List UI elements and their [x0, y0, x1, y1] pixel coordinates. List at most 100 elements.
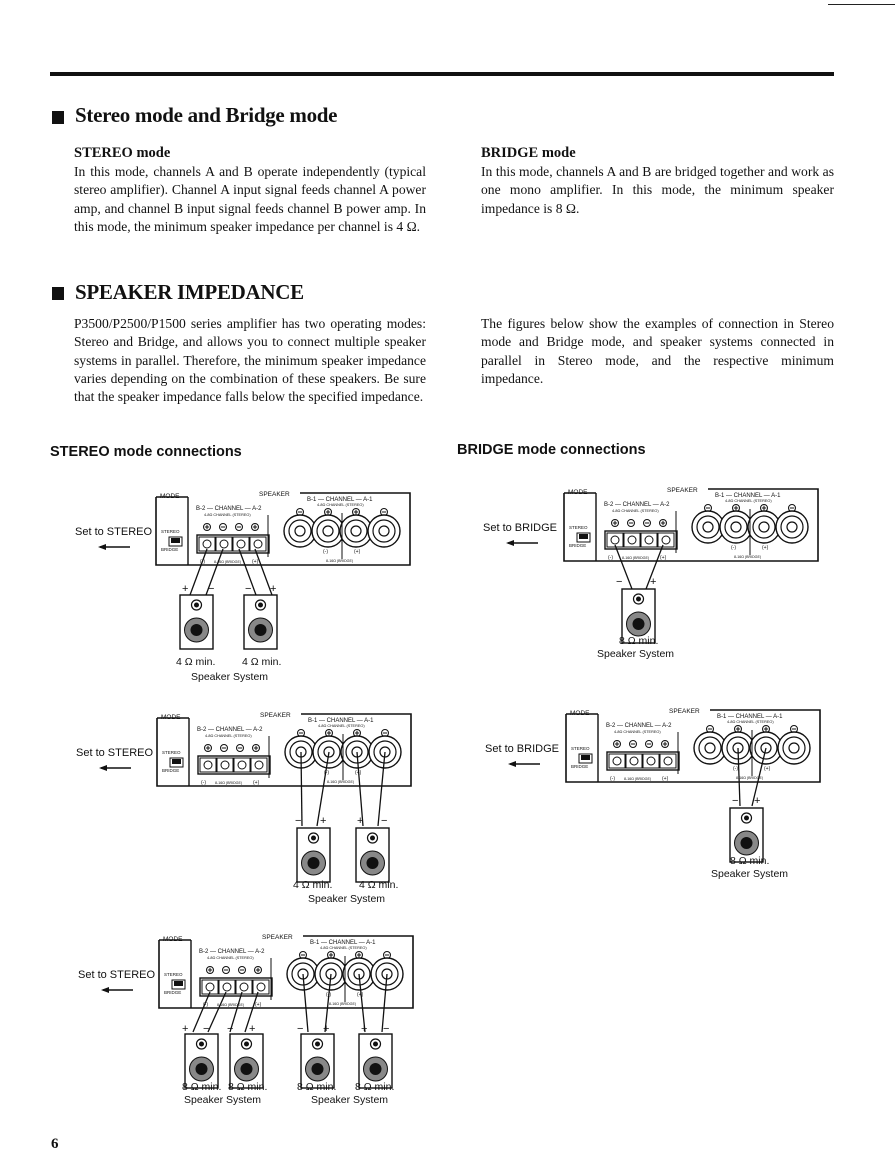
polarity-sign: − [295, 815, 301, 827]
speaker-system-caption: Speaker System [597, 648, 674, 660]
set-mode-label: Set to BRIDGE [485, 743, 559, 755]
speaker-label: SPEAKER [260, 712, 291, 719]
b2-channel-label: B-2 — CHANNEL — A-2 [604, 502, 670, 508]
speakon-socket [222, 982, 232, 992]
polarity-sign: − [297, 1023, 303, 1035]
speaker-wire [207, 991, 227, 1033]
stereo-switch-label: STEREO [569, 525, 588, 530]
plus-label: (+) [764, 766, 771, 772]
speaker-cabinet-tweeter-dot [258, 602, 263, 608]
b2-channel-label: B-2 — CHANNEL — A-2 [196, 506, 262, 512]
minus-label: (-) [608, 555, 613, 561]
plus-label: (+) [762, 545, 769, 551]
speakon-socket [644, 535, 654, 545]
polarity-sign: + [270, 583, 276, 595]
bridge-switch-label: BRIDGE [571, 764, 588, 769]
section-title-impedance: SPEAKER IMPEDANCE [75, 280, 304, 304]
speaker-cabinet-woofer-cone [369, 1063, 382, 1075]
stereo-ohm-label: 4-8Ω CHANNEL (STEREO) [205, 734, 252, 738]
minus-label: (-) [201, 780, 206, 786]
speaker-wire [316, 751, 330, 827]
speaker-cabinet-woofer-cone [740, 837, 753, 849]
binding-post-core [704, 742, 716, 754]
bridge-ohm-label: 8-16Ω (BRIDGE) [214, 560, 241, 564]
speakon-socket [610, 535, 620, 545]
speakon-socket [202, 539, 212, 549]
minus-label: (-) [610, 776, 615, 782]
speaker-cabinet-tweeter-dot [315, 1041, 320, 1047]
impedance-text-left: P3500/P2500/P1500 series amplifier has t… [74, 316, 426, 405]
mode-label: MODE [163, 936, 183, 943]
mode-switch-toggle [581, 755, 590, 760]
amp-panel-frame [565, 709, 821, 783]
polarity-sign: + [323, 1023, 329, 1035]
binding-post-core [322, 525, 334, 537]
heading-bullet [52, 287, 64, 300]
impedance-label: 8 Ω min. [297, 1081, 336, 1093]
binding-post-core [788, 742, 800, 754]
speakon-socket [254, 760, 264, 770]
minus-label: (-) [203, 1002, 208, 1008]
stereo-mode-text: In this mode, channels A and B operate i… [74, 164, 426, 234]
speaker-wire [324, 973, 332, 1033]
amp-panel-frame [156, 713, 412, 787]
mode-switch-toggle [172, 759, 181, 764]
impedance-label: 8 Ω min. [182, 1081, 221, 1093]
stereo-ohm-label: 4-8Ω CHANNEL (STEREO) [727, 720, 774, 724]
stereo-ohm-label: 4-8Ω CHANNEL (STEREO) [207, 956, 254, 960]
speaker-wire [356, 751, 364, 827]
speakon-socket [239, 982, 249, 992]
speaker-system-caption: Speaker System [711, 868, 788, 880]
speaker-system-caption: Speaker System [308, 893, 385, 905]
set-arrow-head [99, 765, 107, 771]
bridge-switch-label: BRIDGE [569, 543, 586, 548]
impedance-label: 4 Ω min. [293, 879, 332, 891]
mode-switch-toggle [171, 538, 180, 543]
heading-bullet [52, 111, 64, 124]
binding-post-core [758, 521, 770, 533]
b2-channel-label: B-2 — CHANNEL — A-2 [199, 949, 265, 955]
impedance-label: 8 Ω min. [619, 635, 658, 647]
polarity-sign: + [754, 795, 760, 807]
impedance-label: 8 Ω min. [730, 855, 769, 867]
stereo-ohm-label: 4-8Ω CHANNEL (STEREO) [320, 946, 367, 950]
bridge-switch-label: BRIDGE [164, 990, 181, 995]
speakon-socket [256, 982, 266, 992]
speaker-wire [381, 973, 388, 1033]
stereo-switch-label: STEREO [571, 746, 590, 751]
speaker-cabinet-tweeter-dot [744, 815, 749, 821]
polarity-sign: + [650, 576, 656, 588]
amp-panel-frame [563, 488, 819, 562]
polarity-sign: − [203, 1023, 209, 1035]
plus-label: (+) [662, 776, 669, 782]
bridge-mode-heading: BRIDGE mode [481, 145, 576, 161]
speaker-wire [614, 544, 633, 590]
binding-post-core [350, 525, 362, 537]
mode-label: MODE [568, 489, 588, 496]
mode-label: MODE [570, 710, 590, 717]
speakon-socket [237, 760, 247, 770]
speaker-wire [302, 973, 309, 1033]
stereo-switch-label: STEREO [164, 972, 183, 977]
binding-post-core [378, 525, 390, 537]
stereo-switch-label: STEREO [161, 529, 180, 534]
speaker-wire [244, 991, 259, 1033]
speaker-cabinet-woofer-cone [195, 1063, 208, 1075]
minus-label: (-) [731, 545, 736, 551]
bridge-ohm-label: 8-16Ω (BRIDGE) [734, 555, 761, 559]
speaker-cabinet-tweeter-dot [194, 602, 199, 608]
mode-label: MODE [161, 714, 181, 721]
section-title-modes: Stereo mode and Bridge mode [75, 103, 338, 127]
bridge-ohm-label: 8-16Ω (BRIDGE) [624, 777, 651, 781]
speakon-socket [205, 982, 215, 992]
minus-label: (-) [323, 549, 328, 555]
bridge-switch-label: BRIDGE [161, 547, 178, 552]
binding-post-core [702, 521, 714, 533]
speaker-label: SPEAKER [667, 487, 698, 494]
bridge-mode-text: In this mode, channels A and B are bridg… [481, 164, 834, 216]
speaker-wire [358, 973, 366, 1033]
polarity-sign: + [361, 1023, 367, 1035]
